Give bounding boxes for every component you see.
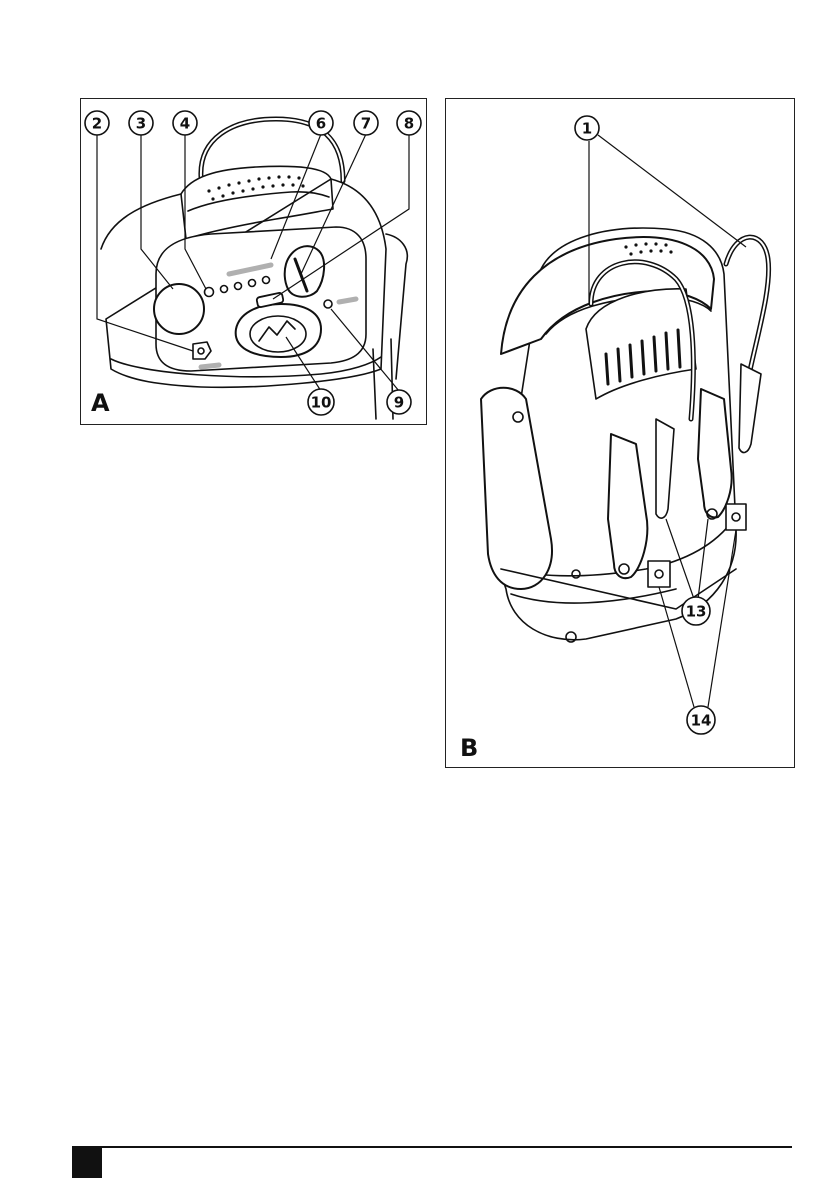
callout-2: 2 (92, 115, 102, 133)
figure-a-drawing: 2 3 4 6 7 8 10 9 A (81, 99, 426, 424)
figure-b-letter: B (460, 734, 478, 762)
callout-9: 9 (394, 394, 404, 412)
footer-rule (72, 1146, 792, 1148)
figure-b-drawing: 1 13 14 B (446, 99, 794, 767)
callout-7: 7 (361, 115, 371, 133)
figure-a-control-panel: 2 3 4 6 7 8 10 9 A (80, 98, 427, 425)
callout-3: 3 (136, 115, 146, 133)
callout-14: 14 (691, 712, 712, 730)
callout-6: 6 (316, 115, 326, 133)
figure-b-cables: 1 13 14 B (445, 98, 795, 768)
callout-8: 8 (404, 115, 414, 133)
callout-10: 10 (311, 394, 332, 412)
callout-4: 4 (180, 115, 190, 133)
callout-1: 1 (582, 120, 592, 138)
footer-page-marker (72, 1148, 102, 1178)
callout-13: 13 (686, 603, 707, 621)
figure-a-letter: A (91, 389, 110, 417)
